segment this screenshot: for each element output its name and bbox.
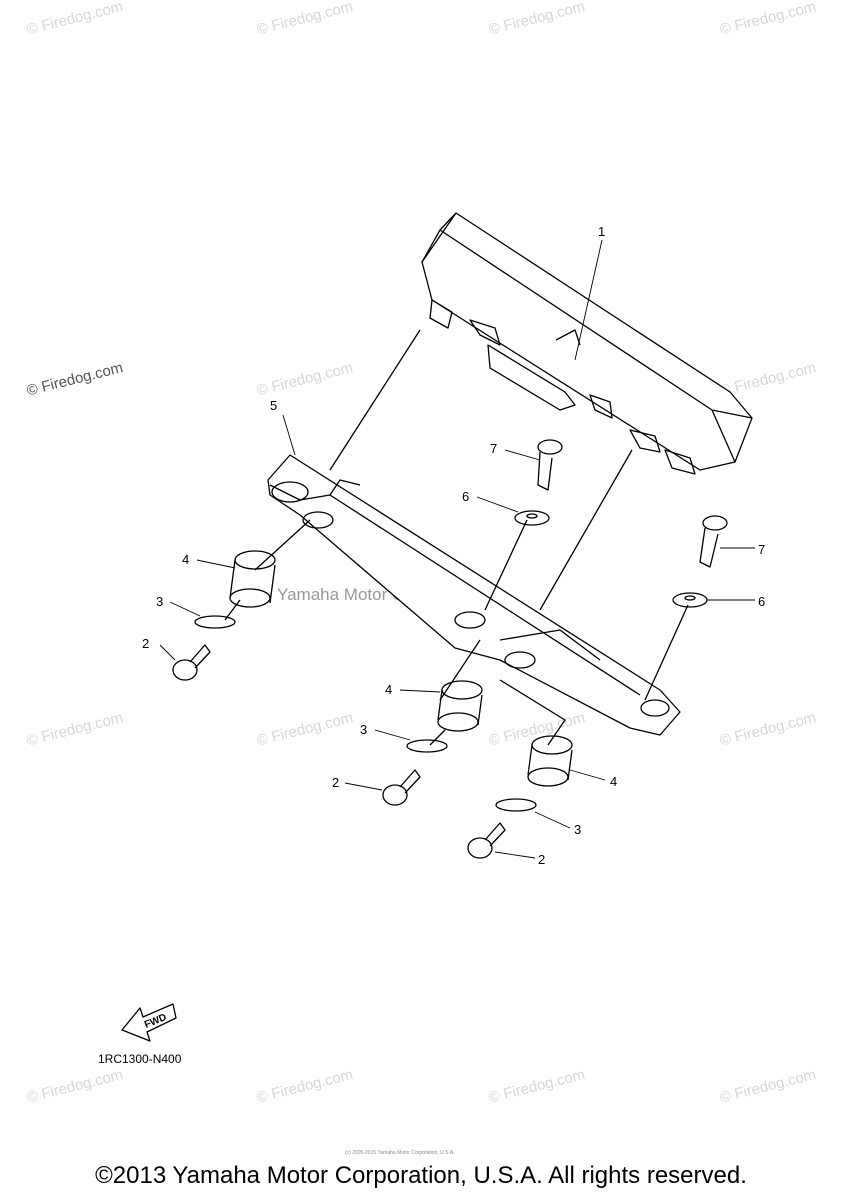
callout-3: 3 — [360, 722, 368, 737]
callout-4: 4 — [385, 682, 393, 697]
callout-1: 1 — [598, 224, 606, 239]
callout-4: 4 — [182, 552, 190, 567]
callout-3: 3 — [574, 822, 582, 837]
callout-3: 3 — [156, 594, 164, 609]
fwd-arrow — [121, 1003, 177, 1042]
callout-6: 6 — [758, 594, 766, 609]
part-code: 1RC1300-N400 — [98, 1052, 182, 1066]
meter-assembly — [421, 212, 753, 475]
callout-2: 2 — [538, 852, 546, 867]
callout-2: 2 — [142, 636, 150, 651]
tiny-notice: (c) 2005-2015 Yamaha Motor Corporation, … — [345, 1150, 455, 1156]
callout-4: 4 — [610, 774, 618, 789]
callout-7: 7 — [490, 441, 498, 456]
callout-5: 5 — [270, 398, 278, 413]
copyright-footer: ©2013 Yamaha Motor Corporation, U.S.A. A… — [95, 1162, 747, 1189]
callout-6: 6 — [462, 489, 470, 504]
callout-7: 7 — [758, 542, 766, 557]
callout-2: 2 — [332, 775, 340, 790]
bracket — [267, 454, 681, 736]
